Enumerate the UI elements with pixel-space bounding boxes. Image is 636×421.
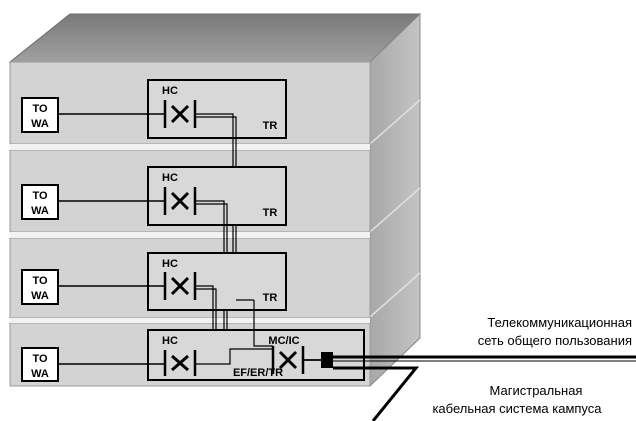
backbone-cable [195, 116, 237, 300]
hc-label: HC [162, 85, 178, 97]
tr-box [147, 252, 287, 311]
mc-ic-label: MC/IC [268, 335, 299, 347]
wa-label: WA [31, 205, 49, 217]
campus-backbone-caption-line2: кабельная система кампуса [432, 401, 602, 416]
building-side [369, 12, 421, 388]
public-network-caption-line1: Телекоммуникационная [487, 315, 632, 330]
wa-label: WA [31, 290, 49, 302]
campus-backbone-caption-line1: Магистральная [490, 383, 583, 398]
cross-connect-icon [148, 100, 197, 128]
tr-box [147, 166, 287, 226]
wa-label: WA [31, 118, 49, 130]
hc-label: HC [162, 335, 178, 347]
side-divider [369, 187, 421, 233]
floor-4: TO WA HC TR [21, 79, 287, 301]
to-wa-box [21, 347, 59, 382]
protector-block-icon [321, 352, 333, 368]
to-wa-box [21, 269, 59, 305]
to-wa-box [21, 184, 59, 220]
hc-label: HC [162, 172, 178, 184]
wa-label: WA [31, 368, 49, 380]
floor-gap [10, 232, 370, 238]
tr-label: TR [263, 120, 278, 132]
side-divider [369, 272, 421, 318]
backbone-cable [253, 300, 273, 347]
building-roof [8, 13, 422, 63]
floor-2: TO WA HC TR [21, 252, 287, 362]
tr-box [147, 79, 287, 139]
to-label: TO [32, 275, 48, 287]
main-cross-connect-icon [271, 346, 305, 374]
cross-connect-icon [148, 350, 197, 376]
to-wa-box [21, 97, 59, 133]
tr-label: TR [263, 207, 278, 219]
to-label: TO [32, 190, 48, 202]
campus-backbone-cable [333, 366, 420, 421]
floor-gap [10, 144, 370, 150]
backbone-cable [195, 348, 273, 365]
public-network-caption-line2: сеть общего пользования [478, 333, 632, 348]
tr-label: TR [263, 292, 278, 304]
floor-gap [10, 318, 370, 323]
cross-connect-icon [148, 187, 197, 215]
floor-1: TO WA HC MC/IC EF/ER/TR [21, 299, 365, 382]
side-divider [369, 99, 421, 145]
floor-3: TO WA HC TR [21, 166, 287, 356]
hc-label: HC [162, 258, 178, 270]
to-label: TO [32, 353, 48, 365]
to-label: TO [32, 103, 48, 115]
ef-er-tr-label: EF/ER/TR [233, 367, 283, 379]
